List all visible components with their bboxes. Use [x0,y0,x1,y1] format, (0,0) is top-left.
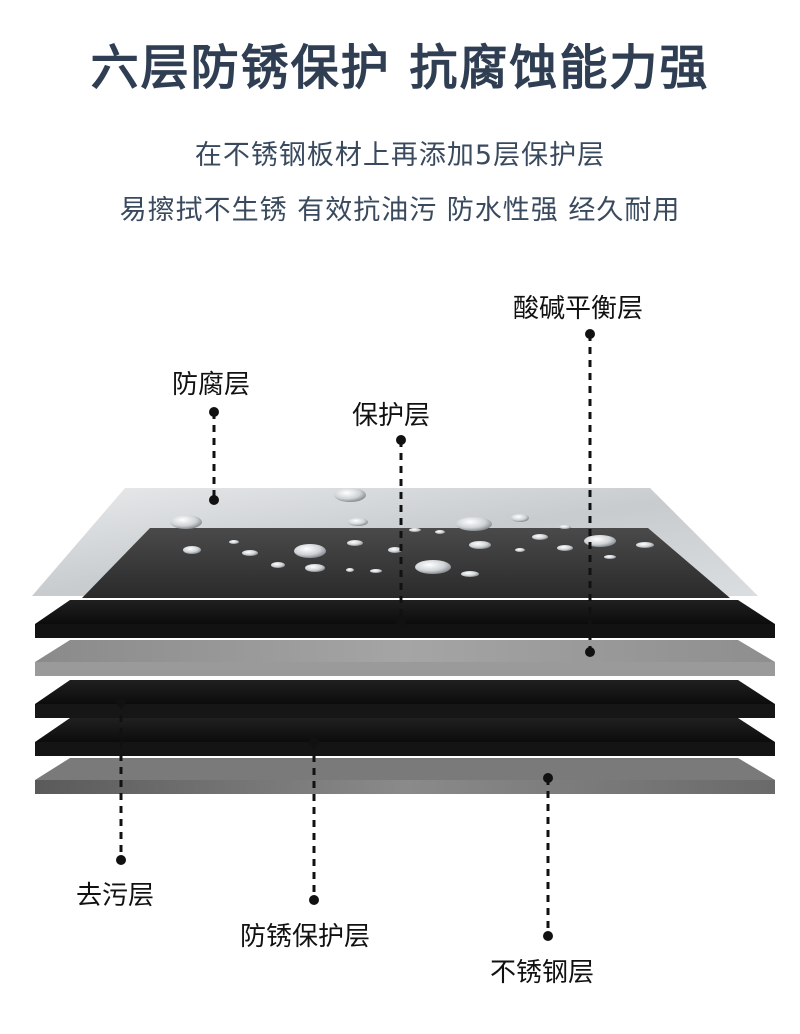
label-antirust-layer: 防锈保护层 [240,922,371,952]
decontamination-layer [35,680,775,704]
acid-base-layer [35,640,775,662]
leader-dots [116,329,595,941]
inner-dark-plate [82,528,730,598]
label-stainless-layer: 不锈钢层 [490,958,595,988]
leader-lines [119,334,592,936]
stainless-steel-layer-edge [35,780,775,794]
acid-base-layer-edge [35,662,775,676]
label-anticorrosion-layer: 防腐层 [172,370,251,400]
water-droplets [170,488,654,577]
label-acid-base-layer: 酸碱平衡层 [513,294,644,324]
stainless-steel-layer [35,758,775,780]
protective-layer [35,600,775,624]
subtitle-line-2: 易擦拭不生锈 有效抗油污 防水性强 经久耐用 [119,195,681,226]
subtitle-line-1: 在不锈钢板材上再添加5层保护层 [194,140,606,171]
label-protective-layer: 保护层 [352,401,431,431]
antirust-layer [35,718,775,742]
protective-layer-edge [35,624,775,638]
decontamination-layer-edge [35,704,775,718]
page-title: 六层防锈保护 抗腐蚀能力强 [90,40,710,96]
label-decontamination-layer: 去污层 [76,881,155,911]
antirust-layer-edge [35,742,775,756]
